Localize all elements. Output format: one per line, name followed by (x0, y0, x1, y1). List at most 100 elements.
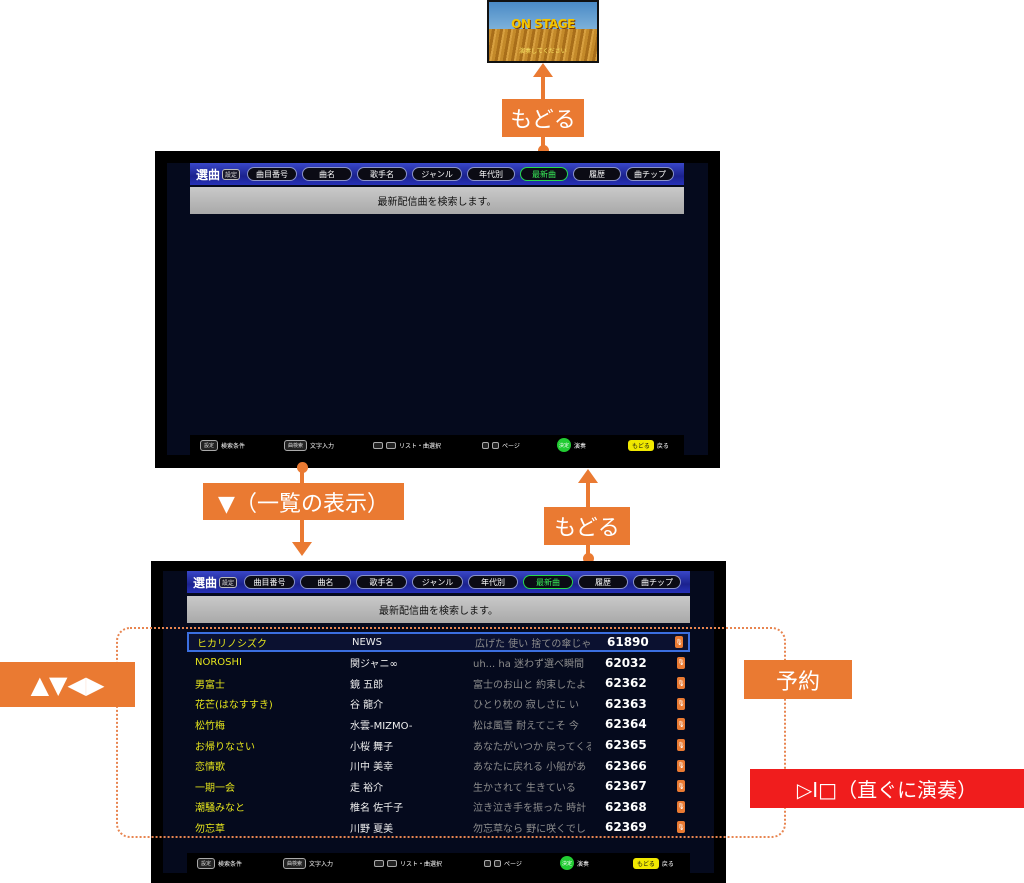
song-number: 62364 (605, 717, 647, 732)
tab-song-title[interactable]: 曲名 (300, 575, 352, 589)
footer-list-select[interactable]: リスト・曲選択 (373, 441, 441, 450)
footer-settings[interactable]: 設定検索条件 (200, 439, 245, 451)
song-artist: 椎名 佐千子 (350, 803, 404, 815)
song-number: 62362 (605, 676, 647, 691)
song-title: ヒカリノシズク (197, 638, 267, 650)
tab-history[interactable]: 履歴 (573, 167, 622, 181)
song-title: 潮騒みなと (195, 803, 245, 815)
play-now-label: ▷I□（直ぐに演奏） (750, 769, 1024, 808)
connector-line (586, 482, 590, 508)
arrow-down-icon (292, 542, 312, 556)
song-lyric: 生かされて 生きている (473, 782, 576, 794)
tab-song-number[interactable]: 曲目番号 (244, 575, 296, 589)
connector-line (541, 76, 545, 100)
tab-song-number[interactable]: 曲目番号 (247, 167, 298, 181)
arrow-up-icon (533, 63, 553, 77)
song-lyric: あなたに戻れる 小船があ (473, 762, 587, 774)
song-lyric: uh... ha 迷わず選べ瞬間 (473, 659, 585, 671)
arrow-keys-label: ▲▼◀▶ (0, 662, 135, 707)
microphone-icon: 🎙 (677, 780, 685, 793)
play-label: 演奏 (577, 860, 590, 868)
connector-dot (538, 145, 549, 156)
footer-play[interactable]: 決定演奏 (560, 856, 589, 870)
wheat-field-image (489, 28, 597, 61)
song-title: 松竹梅 (195, 720, 225, 732)
play-label: 演奏 (574, 442, 587, 450)
back-key: もどる (633, 857, 659, 869)
footer-text-input[interactable]: 曲検索文字入力 (284, 439, 334, 451)
tab-genre[interactable]: ジャンル (412, 575, 464, 589)
footer-play[interactable]: 決定演奏 (557, 438, 586, 452)
on-stage-logo: ON STAGE (511, 17, 575, 31)
tab-by-era[interactable]: 年代別 (467, 167, 516, 181)
back-key: もどる (628, 439, 654, 451)
tab-by-era[interactable]: 年代別 (468, 575, 519, 589)
down-key-icon (374, 859, 384, 867)
footer-page[interactable]: ページ (482, 441, 520, 450)
microphone-icon: 🎙 (675, 636, 683, 648)
song-artist: 谷 龍介 (350, 700, 384, 712)
song-list-highlight-frame (116, 627, 786, 838)
settings-key: 設定 (197, 857, 216, 869)
song-number: 62032 (605, 655, 647, 670)
settings-badge[interactable]: 設定 (219, 576, 238, 588)
song-lyric: 広げた 使い 捨ての傘じゃ (475, 638, 592, 650)
tab-latest[interactable]: 最新曲 (520, 167, 569, 181)
settings-badge[interactable]: 設定 (222, 168, 241, 180)
tab-artist[interactable]: 歌手名 (357, 167, 408, 181)
tab-song-title[interactable]: 曲名 (302, 167, 353, 181)
settings-key: 設定 (200, 439, 219, 451)
right-key-icon (494, 859, 501, 867)
footer-text-input[interactable]: 曲検索文字入力 (283, 857, 333, 869)
tab-genre[interactable]: ジャンル (412, 167, 463, 181)
footer-back[interactable]: もどる戻る (633, 857, 674, 869)
right-key-icon (492, 441, 499, 449)
screen-content: 選曲設定 曲目番号 曲名 歌手名 ジャンル 年代別 最新曲 履歴 曲チップ 最新… (190, 163, 684, 455)
text-key: 曲検索 (284, 439, 308, 451)
connector-dot (583, 553, 594, 564)
song-artist: 走 裕介 (350, 782, 384, 794)
up-key-icon (387, 859, 397, 867)
song-title: 恋情歌 (195, 762, 225, 774)
play-key-icon: 決定 (560, 856, 574, 870)
on-stage-thumbnail: ON STAGE 演奏してください (487, 0, 599, 63)
song-lyric: 松は風雪 耐えてこそ 今 (473, 720, 579, 732)
tab-song-chip[interactable]: 曲チップ (626, 167, 675, 181)
tab-latest[interactable]: 最新曲 (523, 575, 574, 589)
footer-page[interactable]: ページ (484, 859, 522, 868)
control-footer: 設定検索条件 曲検索文字入力 リスト・曲選択 ページ 決定演奏 もどる戻る (187, 853, 690, 873)
screen-panel: 選曲設定 曲目番号 曲名 歌手名 ジャンル 年代別 最新曲 履歴 曲チップ 最新… (163, 571, 714, 873)
down-key-icon (373, 441, 383, 449)
select-song-logo: 選曲設定 (193, 574, 238, 591)
song-title: 花芒(はなすすき) (195, 700, 273, 712)
microphone-icon: 🎙 (677, 759, 685, 772)
search-banner: 最新配信曲を検索します。 (187, 596, 690, 623)
microphone-icon: 🎙 (677, 718, 685, 731)
page-label: ページ (502, 442, 520, 450)
settings-label: 検索条件 (218, 860, 243, 868)
song-number: 61890 (607, 635, 649, 649)
back-label-top: もどる (502, 99, 584, 137)
song-number: 62365 (605, 738, 647, 752)
tab-history[interactable]: 履歴 (578, 575, 629, 589)
connector-line (300, 520, 304, 542)
song-title: 男富士 (195, 679, 225, 691)
tab-artist[interactable]: 歌手名 (356, 575, 408, 589)
song-title: 一期一会 (195, 782, 235, 794)
footer-settings[interactable]: 設定検索条件 (197, 857, 243, 869)
back-label: 戻る (656, 442, 669, 450)
footer-back[interactable]: もどる戻る (628, 439, 669, 451)
microphone-icon: 🎙 (677, 677, 685, 690)
tab-song-chip[interactable]: 曲チップ (633, 575, 682, 589)
footer-list-select[interactable]: リスト・曲選択 (374, 859, 442, 868)
